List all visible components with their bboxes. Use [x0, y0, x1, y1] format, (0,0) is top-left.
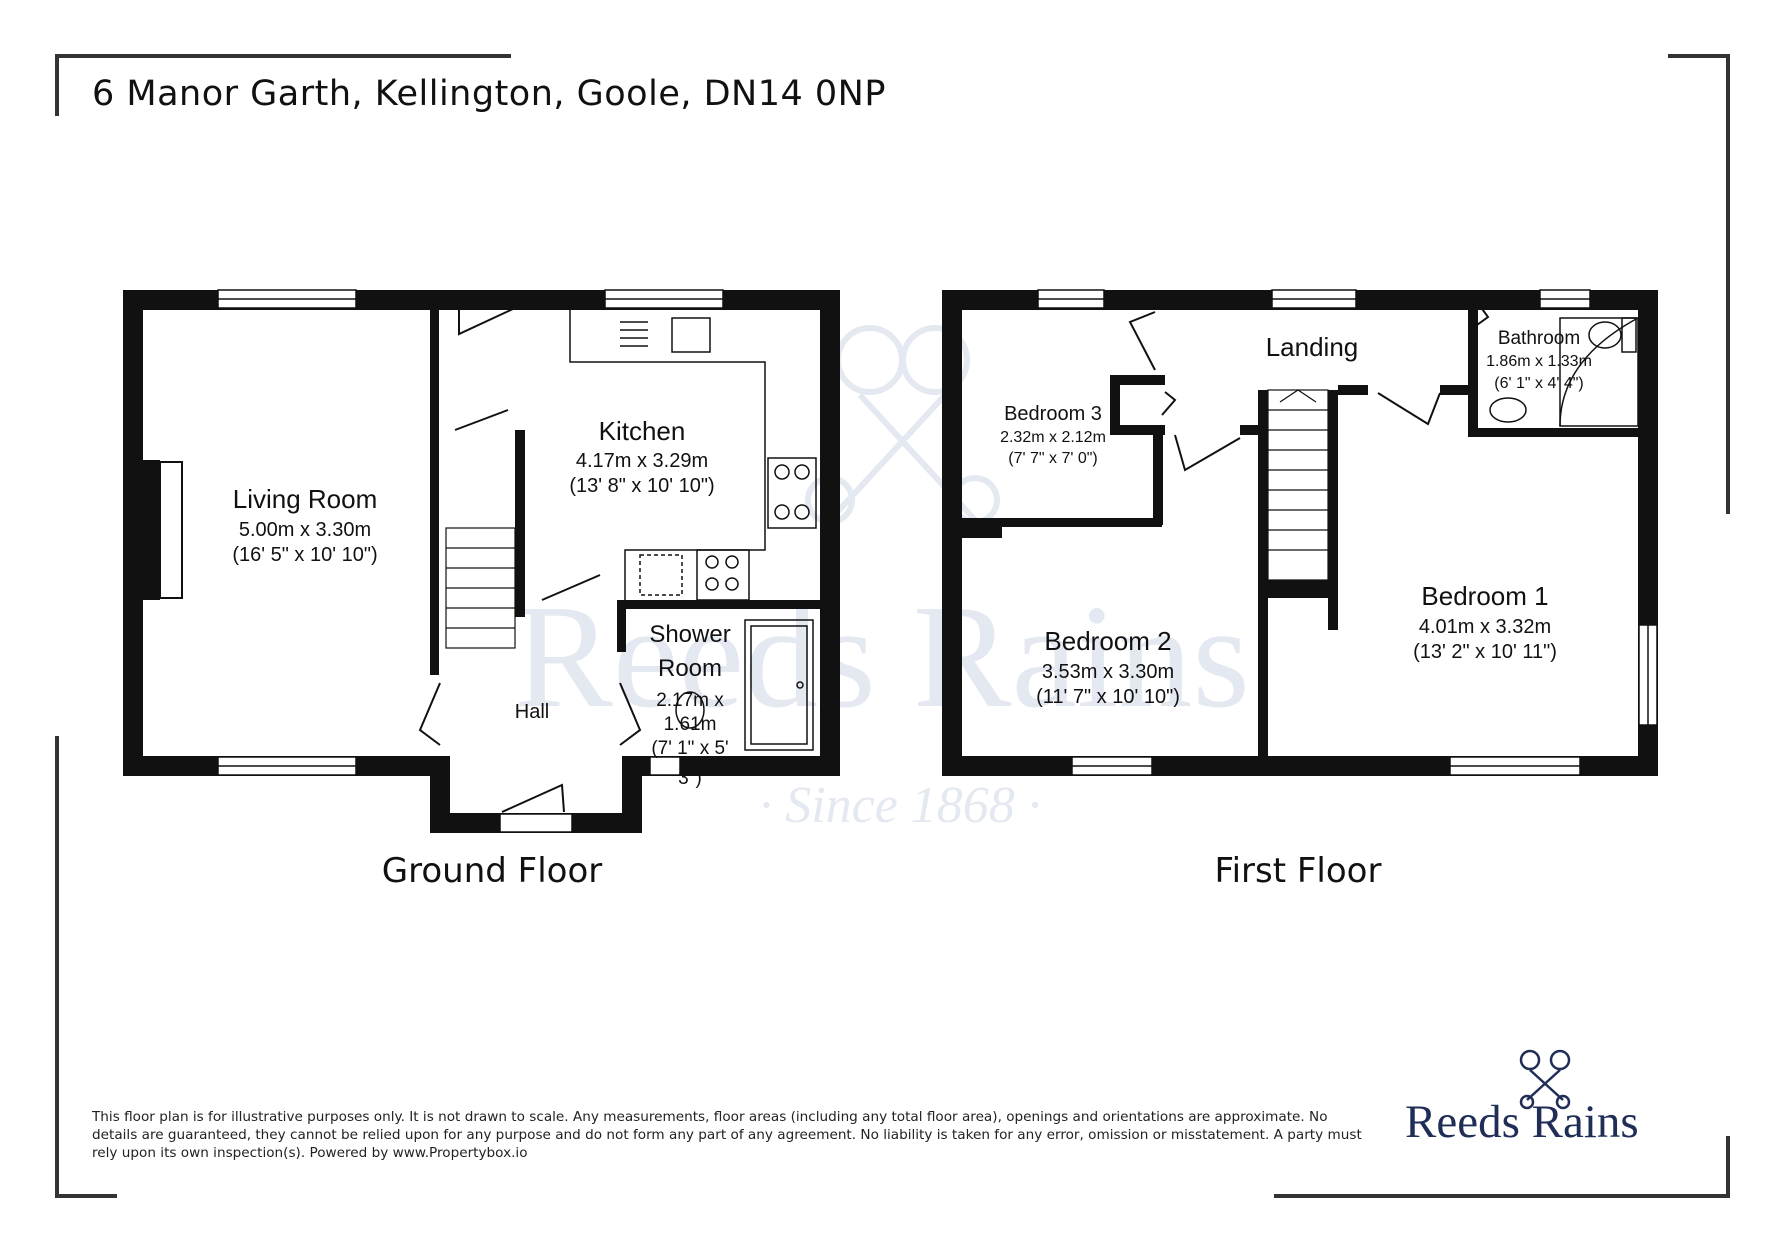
room-name: Kitchen — [599, 416, 686, 446]
room-metric: 4.01m x 3.32m — [1419, 616, 1551, 638]
room-name: Bedroom 1 — [1421, 581, 1548, 611]
first-floor-windows — [1037, 289, 1658, 776]
crossed-keys-icon — [1519, 1049, 1571, 1110]
room-metric: 2.32m x 2.12m — [1000, 429, 1106, 446]
room-imperial: (13' 8" x 10' 10") — [569, 475, 714, 497]
room-imperial: (13' 2" x 10' 11") — [1413, 641, 1557, 663]
ground-floor-doors — [418, 301, 642, 813]
room-name-line2: Room — [658, 655, 722, 682]
frame-bottom-right-h — [1274, 1194, 1730, 1198]
bathroom-fixtures — [1489, 317, 1639, 427]
frame-bottom-left-v — [55, 736, 59, 1198]
floor-label-ground: Ground Floor — [382, 851, 602, 891]
frame-top-left-h — [55, 54, 511, 58]
first-floor-doors — [1128, 305, 1490, 472]
first-floor-walls — [942, 290, 1658, 776]
room-metric: 5.00m x 3.30m — [239, 519, 371, 541]
ground-floor-walls — [123, 290, 840, 833]
room-shower-room: Shower Room 2.17m x 1.61m (7' 1" x 5' 3"… — [649, 621, 730, 789]
room-kitchen: Kitchen 4.17m x 3.29m (13' 8" x 10' 10") — [569, 416, 714, 497]
room-landing: Landing — [1266, 332, 1359, 362]
ground-floor-windows — [217, 289, 724, 833]
room-name: Shower — [649, 621, 730, 648]
room-metric: 2.17m x — [656, 690, 724, 711]
room-metric-line2: 1.61m — [664, 714, 717, 735]
frame-bottom-left-h — [55, 1194, 117, 1198]
room-imperial: (11' 7" x 10' 10") — [1036, 686, 1180, 708]
room-name: Landing — [1266, 332, 1359, 362]
room-imperial: (16' 5" x 10' 10") — [232, 544, 377, 566]
room-name: Hall — [515, 701, 549, 723]
property-address: 6 Manor Garth, Kellington, Goole, DN14 0… — [92, 74, 886, 114]
room-hall: Hall — [515, 701, 549, 723]
frame-top-right-v — [1726, 54, 1730, 514]
frame-bottom-right-v — [1726, 1136, 1730, 1198]
room-bedroom-3: Bedroom 3 2.32m x 2.12m (7' 7" x 7' 0") — [1000, 403, 1106, 467]
floor-label-first: First Floor — [1215, 851, 1382, 891]
room-imperial: (7' 1" x 5' — [651, 738, 728, 759]
kitchen-units — [569, 310, 817, 601]
frame-top-right-h — [1668, 54, 1730, 58]
ground-floor-stairs — [445, 527, 516, 649]
room-bedroom-2: Bedroom 2 3.53m x 3.30m (11' 7" x 10' 10… — [1036, 626, 1180, 708]
room-imperial-line2: 3") — [678, 768, 702, 789]
room-bedroom-1: Bedroom 1 4.01m x 3.32m (13' 2" x 10' 11… — [1413, 581, 1557, 663]
room-name: Bedroom 3 — [1004, 403, 1102, 425]
brand-logo-text: Reeds Rains — [1405, 1096, 1639, 1148]
shower-tray — [675, 619, 814, 751]
disclaimer-text: This floor plan is for illustrative purp… — [92, 1109, 1362, 1161]
room-name: Bedroom 2 — [1044, 626, 1171, 656]
room-name: Living Room — [233, 484, 378, 514]
room-bathroom: Bathroom 1.86m x 1.33m (6' 1" x 4' 4") — [1486, 328, 1592, 392]
room-imperial: (6' 1" x 4' 4") — [1494, 375, 1584, 392]
frame-top-left-v — [55, 54, 59, 116]
room-imperial: (7' 7" x 7' 0") — [1008, 450, 1098, 467]
watermark-since: · Since 1868 · — [759, 777, 1041, 834]
first-floor-plan: Bedroom 3 2.32m x 2.12m (7' 7" x 7' 0") … — [942, 289, 1658, 891]
fireplace — [159, 461, 183, 599]
room-metric: 3.53m x 3.30m — [1042, 661, 1174, 683]
room-living-room: Living Room 5.00m x 3.30m (16' 5" x 10' … — [232, 484, 377, 566]
first-floor-stairs — [1267, 389, 1329, 581]
room-metric: 1.86m x 1.33m — [1486, 353, 1592, 370]
room-metric: 4.17m x 3.29m — [576, 450, 708, 472]
ground-floor-plan: Living Room 5.00m x 3.30m (16' 5" x 10' … — [123, 289, 840, 891]
room-name: Bathroom — [1498, 328, 1580, 349]
